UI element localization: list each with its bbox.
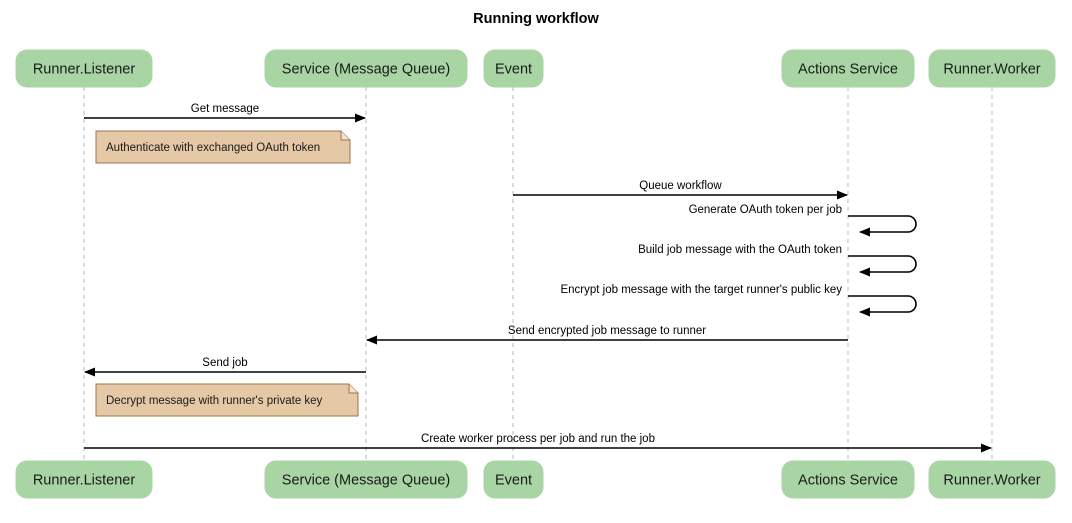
- message-label: Generate OAuth token per job: [689, 204, 842, 216]
- note-body: [95, 130, 351, 164]
- participant-label: Actions Service: [798, 472, 898, 488]
- participant-label: Service (Message Queue): [282, 472, 450, 488]
- message-label: Build job message with the OAuth token: [638, 244, 842, 256]
- note-fold-corner: [348, 384, 358, 394]
- message-encrypt-job-message: Encrypt job message with the target runn…: [560, 284, 917, 317]
- participant-runner-listener-header[interactable]: Runner.Listener: [15, 49, 153, 88]
- message-generate-oauth-token-per-job: Generate OAuth token per job: [689, 204, 917, 237]
- participant-runner-worker-footer[interactable]: Runner.Worker: [928, 460, 1056, 499]
- note-authenticate-note: Authenticate with exchanged OAuth token: [95, 130, 351, 164]
- note-decrypt-note: Decrypt message with runner's private ke…: [95, 383, 359, 417]
- self-loop-path: [848, 295, 917, 317]
- message-label: Queue workflow: [639, 180, 722, 192]
- participant-label: Runner.Listener: [33, 61, 136, 77]
- message-label: Get message: [191, 103, 259, 115]
- message-queue-workflow: Queue workflow: [513, 180, 848, 200]
- participant-label: Runner.Listener: [33, 472, 136, 488]
- participant-runner-worker-header[interactable]: Runner.Worker: [928, 49, 1056, 88]
- participant-box: [483, 460, 544, 499]
- participant-label: Runner.Worker: [943, 61, 1040, 77]
- participant-label: Event: [495, 472, 532, 488]
- notes-group: Authenticate with exchanged OAuth tokenD…: [95, 130, 359, 417]
- note-label: Authenticate with exchanged OAuth token: [106, 142, 320, 154]
- note-fold-corner: [340, 131, 350, 141]
- message-create-worker-process: Create worker process per job and run th…: [84, 433, 992, 453]
- message-label: Create worker process per job and run th…: [421, 433, 655, 445]
- message-label: Send encrypted job message to runner: [508, 325, 706, 337]
- participant-label: Service (Message Queue): [282, 61, 450, 77]
- lifelines-group: [83, 87, 993, 461]
- participant-box: [15, 49, 153, 88]
- participant-box: [264, 49, 468, 88]
- participant-service-message-queue-header[interactable]: Service (Message Queue): [264, 49, 468, 88]
- participant-actions-service-footer[interactable]: Actions Service: [781, 460, 915, 499]
- participant-label: Event: [495, 61, 532, 77]
- participant-label: Actions Service: [798, 61, 898, 77]
- participant-box: [483, 49, 544, 88]
- participant-service-message-queue-footer[interactable]: Service (Message Queue): [264, 460, 468, 499]
- self-loop-path: [848, 215, 917, 237]
- participant-event-header[interactable]: Event: [483, 49, 544, 88]
- participant-runner-listener-footer[interactable]: Runner.Listener: [15, 460, 153, 499]
- participant-event-footer[interactable]: Event: [483, 460, 544, 499]
- participant-label: Runner.Worker: [943, 472, 1040, 488]
- participants-footer-group: Runner.Listener Service (Message Queue) Ev…: [15, 460, 1056, 499]
- self-loop-path: [848, 255, 917, 277]
- message-build-job-message: Build job message with the OAuth token: [638, 244, 917, 277]
- participant-box: [781, 460, 915, 499]
- participant-actions-service-header[interactable]: Actions Service: [781, 49, 915, 88]
- note-body: [95, 383, 359, 417]
- participant-box: [928, 460, 1056, 499]
- participant-box: [15, 460, 153, 499]
- participant-box: [928, 49, 1056, 88]
- message-send-job: Send job: [84, 357, 366, 377]
- message-label: Encrypt job message with the target runn…: [560, 284, 842, 296]
- participant-box: [264, 460, 468, 499]
- participant-box: [781, 49, 915, 88]
- diagram-title: Running workflow: [473, 11, 599, 27]
- message-get-message: Get message: [84, 103, 366, 123]
- message-send-encrypted-job-message: Send encrypted job message to runner: [366, 325, 848, 345]
- message-label: Send job: [202, 357, 247, 369]
- note-label: Decrypt message with runner's private ke…: [106, 395, 323, 407]
- participants-header-group: Runner.Listener Service (Message Queue) Ev…: [15, 49, 1056, 88]
